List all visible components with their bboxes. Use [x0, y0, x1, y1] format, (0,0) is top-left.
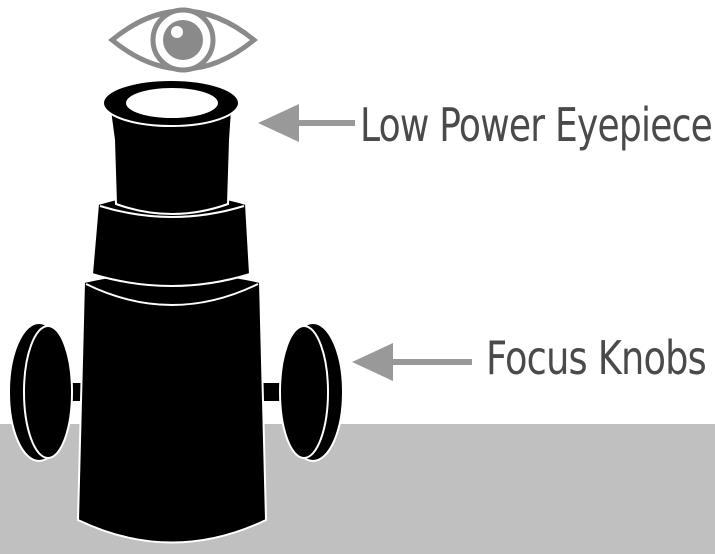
label-focus-knobs: Focus Knobs	[486, 331, 706, 385]
focus-knob-right	[279, 322, 344, 462]
eyepiece-lens	[126, 88, 218, 118]
eyepiece-arrow	[258, 104, 355, 142]
eyepiece-barrel	[108, 109, 234, 215]
eye-icon	[108, 7, 258, 73]
focus-knob-left	[8, 322, 73, 462]
microscope	[8, 79, 344, 544]
focus-arrow	[352, 343, 472, 381]
body-tube	[76, 271, 268, 544]
label-low-power-eyepiece: Low Power Eyepiece	[360, 98, 712, 152]
